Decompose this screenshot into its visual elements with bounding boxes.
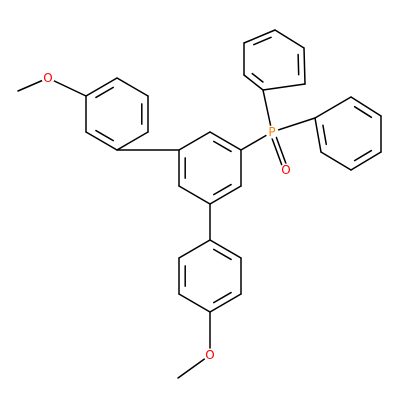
atom-label-O_top: O — [43, 71, 52, 85]
bond-a4-Ot — [47, 77, 87, 97]
bond-p6-p1 — [243, 74, 264, 91]
bond-p2-p3 — [303, 47, 306, 85]
bond-a5-a6 — [85, 131, 118, 151]
atom-background-O_bottom — [203, 348, 217, 362]
bond-c1-c2 — [209, 131, 242, 151]
double-bond-inner-b3-b4 — [212, 291, 232, 304]
bond-c4-c5 — [178, 185, 211, 205]
bond-c3-c4 — [209, 185, 242, 205]
double-bond-inner-b1-b2 — [212, 248, 232, 261]
atom-background-P — [265, 125, 279, 139]
bond-c6-c1 — [178, 131, 211, 151]
bond-Ob-m2 — [177, 354, 211, 379]
double-bond-inner-p6-p1 — [251, 72, 264, 83]
bond-a3-a4 — [85, 77, 118, 97]
atom-background-O_top — [41, 71, 55, 85]
bond-P-p1 — [262, 89, 273, 133]
double-bond-inner-a3-a4 — [95, 86, 115, 99]
double-bond-inner-p4-p5 — [252, 36, 272, 46]
double-bond-inner-q4-q5 — [353, 149, 373, 162]
bond-p3-p4 — [274, 29, 305, 49]
bond-b1-b2 — [209, 239, 242, 259]
bond-q1-q2 — [314, 96, 352, 119]
atom-label-P: P — [268, 125, 275, 139]
atom-label-O_po: O — [281, 163, 290, 177]
atom-background-O_po — [279, 163, 293, 177]
double-bond-inner-c3-c4 — [212, 183, 232, 196]
bond-p1-p2 — [262, 83, 306, 91]
bond-P-q1 — [271, 117, 316, 133]
bond-q6-q1 — [314, 117, 322, 153]
bond-b6-b1 — [178, 239, 211, 259]
double-bond-inner-a5-a6 — [95, 129, 115, 142]
atom-label-layer: P O O O — [41, 71, 293, 362]
bond-P-O-double-a — [269, 132, 285, 172]
bond-q4-q5 — [350, 151, 382, 171]
bond-a6-a1 — [116, 131, 149, 151]
bond-b4-b5 — [178, 293, 211, 313]
double-bond-inner-c1-c2 — [212, 140, 232, 153]
double-bond-inner-q6-q1 — [322, 124, 328, 146]
atom-label-O_bottom: O — [205, 348, 214, 362]
bond-q5-q6 — [320, 151, 352, 171]
double-bond-inner-q2-q3 — [353, 105, 373, 119]
bond-q2-q3 — [350, 96, 382, 117]
double-bond-inner-p2-p3 — [297, 53, 300, 76]
bond-P-O-double-b — [273, 130, 289, 170]
bond-a2-a3 — [116, 77, 149, 97]
bond-b3-b4 — [209, 293, 242, 313]
bond-p4-p5 — [243, 29, 276, 44]
bond-layer — [17, 29, 382, 379]
